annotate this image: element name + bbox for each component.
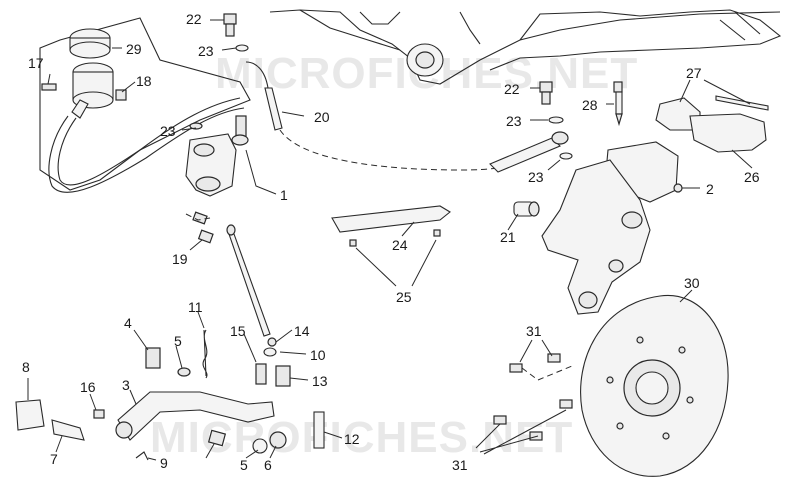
callout-15: 15 xyxy=(230,323,246,339)
callout-23b: 23 xyxy=(160,123,176,139)
banjo-bolt-caliper xyxy=(489,81,573,173)
callout-19: 19 xyxy=(172,251,188,267)
reservoir-assembly xyxy=(39,17,251,193)
swingarm-frame xyxy=(269,9,782,85)
banjo-bolt-upper xyxy=(223,13,249,52)
callout-22a: 22 xyxy=(186,11,202,27)
callout-23c: 23 xyxy=(506,113,522,129)
bleeder-valve xyxy=(613,81,623,127)
callout-5a: 5 xyxy=(174,333,182,349)
callout-17: 17 xyxy=(28,55,44,71)
brake-pedal-assembly xyxy=(15,329,325,461)
callout-18: 18 xyxy=(136,73,152,89)
callout-20: 20 xyxy=(314,109,330,125)
callout-16: 16 xyxy=(80,379,96,395)
mount-bolts xyxy=(185,211,214,244)
leader-lines xyxy=(27,19,753,461)
callout-2: 2 xyxy=(706,181,714,197)
callout-13: 13 xyxy=(312,373,328,389)
callout-9: 9 xyxy=(160,455,168,471)
brake-disc xyxy=(580,294,729,477)
callout-31a: 31 xyxy=(526,323,542,339)
callout-8: 8 xyxy=(22,359,30,375)
callout-25: 25 xyxy=(396,289,412,305)
callout-23a: 23 xyxy=(198,43,214,59)
callout-31b: 31 xyxy=(452,457,468,473)
callout-10: 10 xyxy=(310,347,326,363)
heel-guard xyxy=(331,205,451,247)
callout-22b: 22 xyxy=(504,81,520,97)
callout-4: 4 xyxy=(124,315,132,331)
callout-12: 12 xyxy=(344,431,360,447)
callout-28: 28 xyxy=(582,97,598,113)
pushrod xyxy=(226,224,271,337)
callout-7: 7 xyxy=(50,451,58,467)
callout-14: 14 xyxy=(294,323,310,339)
brake-pads xyxy=(655,95,769,153)
callout-3: 3 xyxy=(122,377,130,393)
callout-30: 30 xyxy=(684,275,700,291)
callout-23d: 23 xyxy=(528,169,544,185)
master-cylinder xyxy=(185,115,249,197)
caliper-sleeve xyxy=(513,201,540,217)
callout-27: 27 xyxy=(686,65,702,81)
callout-5b: 5 xyxy=(240,457,248,473)
callout-1: 1 xyxy=(280,187,288,203)
callout-26: 26 xyxy=(744,169,760,185)
callout-29: 29 xyxy=(126,41,142,57)
callout-11: 11 xyxy=(188,299,203,315)
callout-6: 6 xyxy=(264,457,272,473)
caliper-bracket xyxy=(541,141,683,315)
disc-bolts xyxy=(493,353,573,441)
callout-24: 24 xyxy=(392,237,408,253)
callout-21: 21 xyxy=(500,229,516,245)
